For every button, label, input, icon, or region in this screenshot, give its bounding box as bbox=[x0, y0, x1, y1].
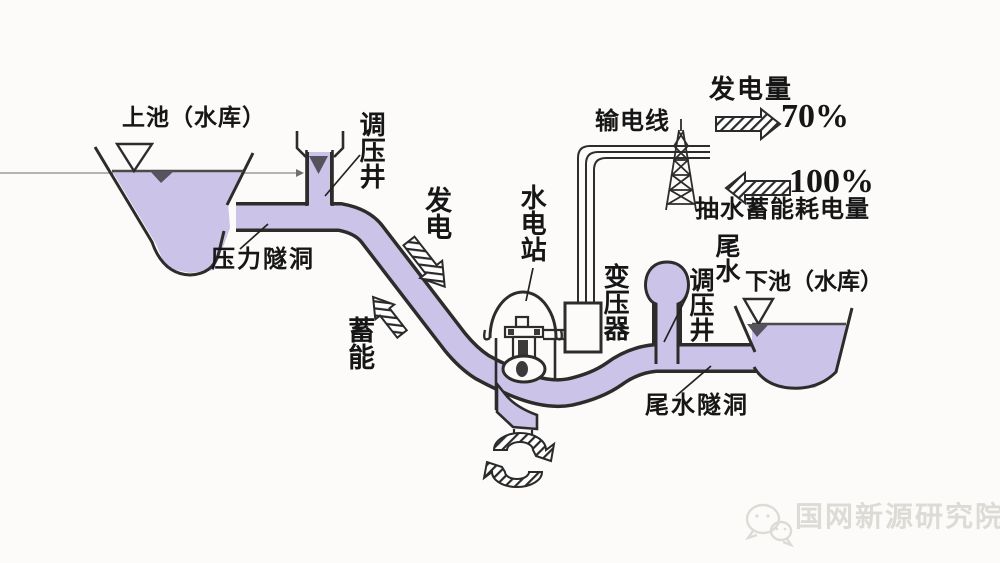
watermark-text: 国网新源研究院 bbox=[795, 502, 1000, 533]
rotation-arrow-generate bbox=[492, 432, 556, 463]
consumption-percentage: 100% bbox=[789, 163, 874, 200]
wechat-icon bbox=[744, 503, 795, 548]
transmission-line-label: 输电线 bbox=[595, 109, 670, 135]
surge-tank-tail-label: 调压井 bbox=[686, 267, 713, 342]
shaft-water-level-symbol bbox=[309, 156, 328, 174]
consumption-label: 抽水蓄能耗电量 bbox=[695, 197, 870, 223]
transformer-box bbox=[563, 301, 603, 354]
tailrace-tunnel-label: 尾水隧洞 bbox=[645, 393, 749, 419]
consumption-input-arrow bbox=[724, 170, 791, 206]
lower-reservoir-water bbox=[752, 325, 846, 388]
surge-shaft-top bbox=[295, 131, 345, 206]
rotation-arrow-pump bbox=[482, 460, 544, 488]
upper-water-level-symbol bbox=[114, 142, 174, 183]
generation-output-arrow bbox=[715, 106, 782, 142]
tail-water-label: 尾水 bbox=[712, 233, 739, 283]
generate-label: 发电 bbox=[421, 186, 452, 240]
transformer-label: 变压器 bbox=[600, 263, 630, 341]
lower-water-level-symbol bbox=[741, 297, 776, 337]
surge-tank-top-label: 调压井 bbox=[356, 111, 386, 189]
flow-arrows bbox=[371, 106, 791, 340]
lower-reservoir bbox=[733, 297, 854, 390]
draft-tube-foot bbox=[495, 380, 539, 431]
generation-percentage: 70% bbox=[781, 98, 849, 135]
transmission-tower bbox=[665, 119, 697, 211]
generation-flow-arrow bbox=[402, 235, 446, 289]
leader-lines bbox=[239, 154, 712, 397]
rotation-arrows bbox=[482, 432, 556, 488]
upper-reservoir bbox=[93, 142, 255, 277]
upper-reservoir-water bbox=[112, 171, 242, 273]
pressure-tunnel-label: 压力隧洞 bbox=[211, 247, 315, 273]
generation-output-label: 发电量 bbox=[709, 75, 794, 104]
transmission-lines bbox=[577, 145, 710, 303]
lower-reservoir-label: 下池（水库） bbox=[745, 269, 883, 294]
power-station-label: 水电站 bbox=[517, 184, 547, 262]
pumping-flow-arrow bbox=[371, 295, 409, 340]
turbine-generator-unit bbox=[501, 315, 566, 384]
store-energy-label: 蓄能 bbox=[344, 316, 375, 370]
upper-reservoir-label: 上池（水库） bbox=[122, 105, 266, 130]
